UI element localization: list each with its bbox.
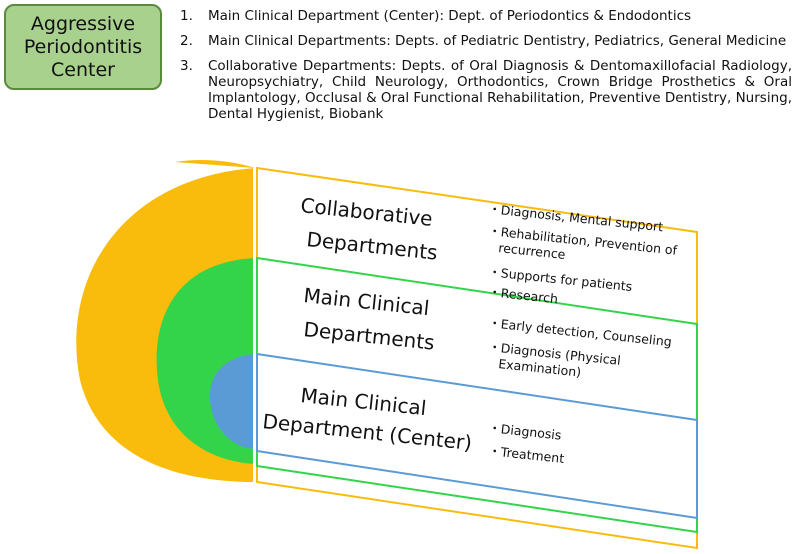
list-number: 3.	[180, 58, 193, 74]
list-item: 3. Collaborative Departments: Depts. of O…	[180, 58, 792, 122]
list-item: 1. Main Clinical Department (Center): Dep…	[180, 8, 792, 24]
center-panel	[256, 352, 698, 520]
list-text: Collaborative Departments: Depts. of Ora…	[208, 58, 792, 122]
list-number: 1.	[180, 8, 193, 24]
center-title-line2: Periodontitis	[23, 35, 143, 58]
department-list: 1. Main Clinical Department (Center): Dep…	[180, 8, 792, 131]
center-title-box: Aggressive Periodontitis Center	[4, 4, 162, 90]
list-number: 2.	[180, 33, 193, 49]
list-item: 2. Main Clinical Departments: Depts. of P…	[180, 33, 792, 49]
list-text: Main Clinical Department (Center): Dept.…	[208, 8, 692, 24]
inner-layer-shape	[209, 354, 255, 449]
center-title-line1: Aggressive	[30, 12, 136, 35]
collab-item: recurrence	[498, 240, 567, 262]
collab-item: ・Research	[488, 284, 559, 306]
outer-layer-face	[175, 160, 255, 168]
center-title-line3: Center	[51, 58, 115, 81]
list-text: Main Clinical Departments: Depts. of Ped…	[208, 33, 787, 49]
